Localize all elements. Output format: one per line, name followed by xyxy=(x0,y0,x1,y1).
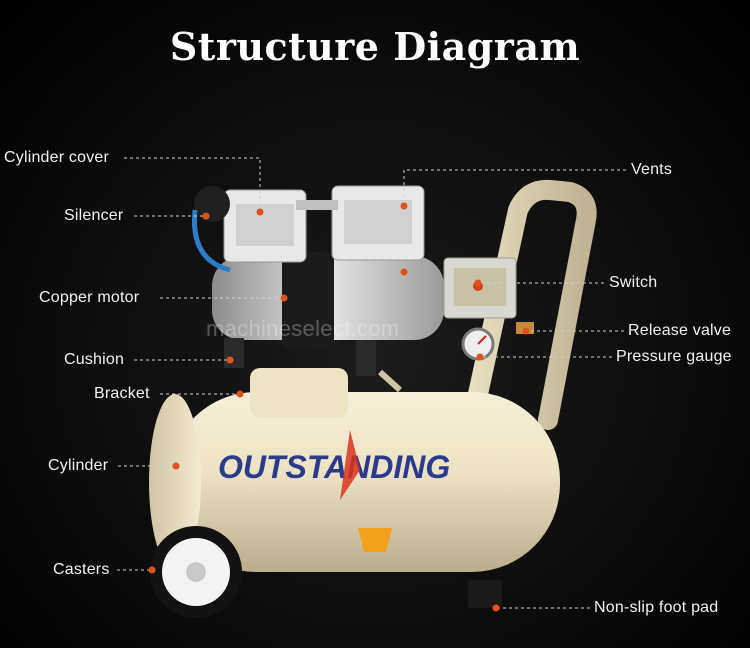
switch-box xyxy=(444,258,516,318)
label-cylinder-cover: Cylinder cover xyxy=(4,149,109,167)
label-silencer: Silencer xyxy=(64,207,123,225)
watermark: machineselect.com xyxy=(206,316,399,342)
label-copper-motor: Copper motor xyxy=(39,289,139,307)
label-non-slip-foot-pad: Non-slip foot pad xyxy=(594,599,718,617)
label-casters: Casters xyxy=(53,561,110,579)
foot-pad xyxy=(468,580,502,608)
label-pressure-gauge: Pressure gauge xyxy=(616,348,732,366)
label-release-valve: Release valve xyxy=(628,322,731,340)
warning-sticker xyxy=(358,528,392,552)
label-cylinder: Cylinder xyxy=(48,457,108,475)
label-switch: Switch xyxy=(609,274,657,292)
label-cushion: Cushion xyxy=(64,351,124,369)
label-bracket: Bracket xyxy=(94,385,150,403)
brand-logo: OUTSTANDING xyxy=(218,449,450,485)
label-vents: Vents xyxy=(631,161,672,179)
caster-wheel xyxy=(150,526,242,618)
